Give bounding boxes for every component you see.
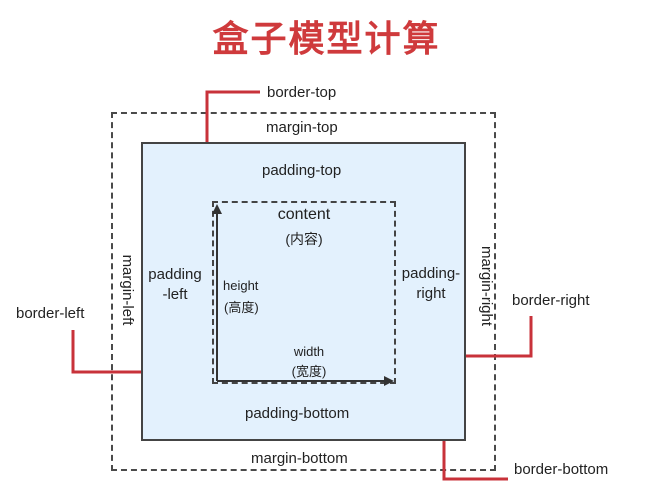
content-label: content: [277, 206, 331, 223]
border-left-label: border-left: [16, 305, 85, 322]
padding-right-label-2: right: [416, 285, 446, 302]
margin-bottom-label: margin-bottom: [251, 450, 348, 467]
padding-top-label: padding-top: [262, 162, 342, 179]
padding-left-label-1: padding: [148, 266, 202, 283]
border-top-callout: [205, 90, 260, 142]
border-bottom-label: border-bottom: [514, 461, 609, 478]
height-cn-label: (高度): [224, 300, 259, 315]
padding-right-label-1: padding-: [401, 265, 461, 282]
diagram-title: 盒子模型计算: [212, 19, 441, 60]
border-bottom-callout: [442, 441, 508, 481]
content-cn-label: (内容): [285, 231, 323, 247]
padding-bottom-label: padding-bottom: [245, 405, 350, 422]
border-left-callout: [71, 330, 141, 374]
height-label: height: [223, 278, 259, 293]
border-right-callout: [466, 316, 533, 358]
padding-left-label-2: -left: [162, 286, 188, 303]
width-label: width: [293, 344, 325, 359]
margin-top-label: margin-top: [266, 119, 338, 136]
width-cn-label: (宽度): [291, 364, 327, 379]
margin-area: [111, 112, 496, 471]
content-area: [212, 201, 396, 384]
border-top-label: border-top: [267, 84, 337, 101]
margin-left-label: margin-left: [119, 254, 136, 326]
border-padding-area: [141, 142, 466, 441]
margin-right-label: margin-right: [478, 245, 495, 327]
border-right-label: border-right: [512, 292, 590, 309]
